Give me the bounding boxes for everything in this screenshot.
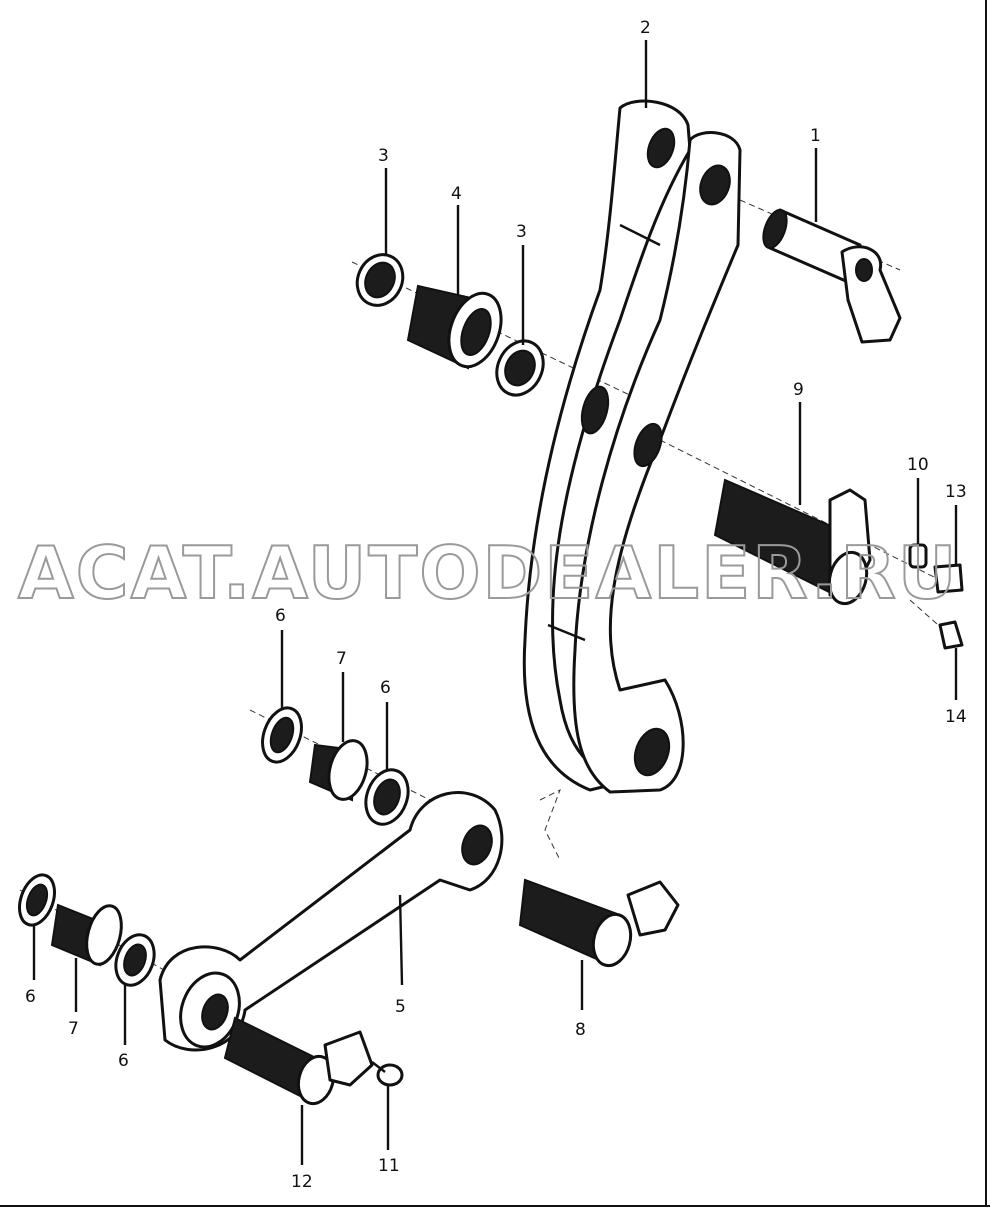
callout-6b: 6 bbox=[380, 678, 391, 698]
callout-6c: 6 bbox=[25, 987, 36, 1007]
callout-9: 9 bbox=[793, 380, 804, 400]
leader-lines bbox=[32, 40, 958, 1165]
bushing-set-6-7-upper bbox=[261, 706, 410, 826]
bushing-set-6-7-lower bbox=[18, 873, 156, 987]
callout-5: 5 bbox=[395, 997, 406, 1017]
pin-part-1 bbox=[762, 208, 902, 344]
watermark-text: ACAT.AUTODEALER.RU bbox=[18, 531, 958, 615]
callout-14: 14 bbox=[945, 707, 967, 727]
callout-3b: 3 bbox=[516, 222, 527, 242]
pin-part-12 bbox=[223, 1016, 374, 1106]
pin-part-9 bbox=[713, 478, 872, 606]
callout-labels: 2 1 3 4 3 9 10 13 14 6 7 6 5 8 6 7 6 11 … bbox=[25, 18, 967, 1192]
callout-10: 10 bbox=[907, 455, 929, 475]
callout-7a: 7 bbox=[336, 649, 347, 669]
bolt-part-14 bbox=[938, 620, 964, 650]
pin-part-8 bbox=[518, 878, 680, 968]
callout-7b: 7 bbox=[68, 1019, 79, 1039]
bolt-part-11 bbox=[371, 1061, 404, 1087]
callout-2: 2 bbox=[640, 18, 651, 38]
callout-3a: 3 bbox=[378, 146, 389, 166]
lift-arm-part-2 bbox=[522, 99, 742, 794]
callout-11: 11 bbox=[378, 1156, 400, 1176]
callout-4: 4 bbox=[451, 184, 462, 204]
callout-13: 13 bbox=[945, 482, 967, 502]
bolt-part-13 bbox=[933, 563, 964, 594]
callout-8: 8 bbox=[575, 1020, 586, 1040]
callout-6d: 6 bbox=[118, 1051, 129, 1071]
hardware-10-13-14 bbox=[908, 543, 964, 650]
callout-1: 1 bbox=[810, 126, 821, 146]
link-arm-part-5 bbox=[158, 791, 504, 1052]
callout-12: 12 bbox=[291, 1172, 313, 1192]
bushing-set-3-4 bbox=[355, 253, 545, 397]
callout-6a: 6 bbox=[275, 606, 286, 626]
